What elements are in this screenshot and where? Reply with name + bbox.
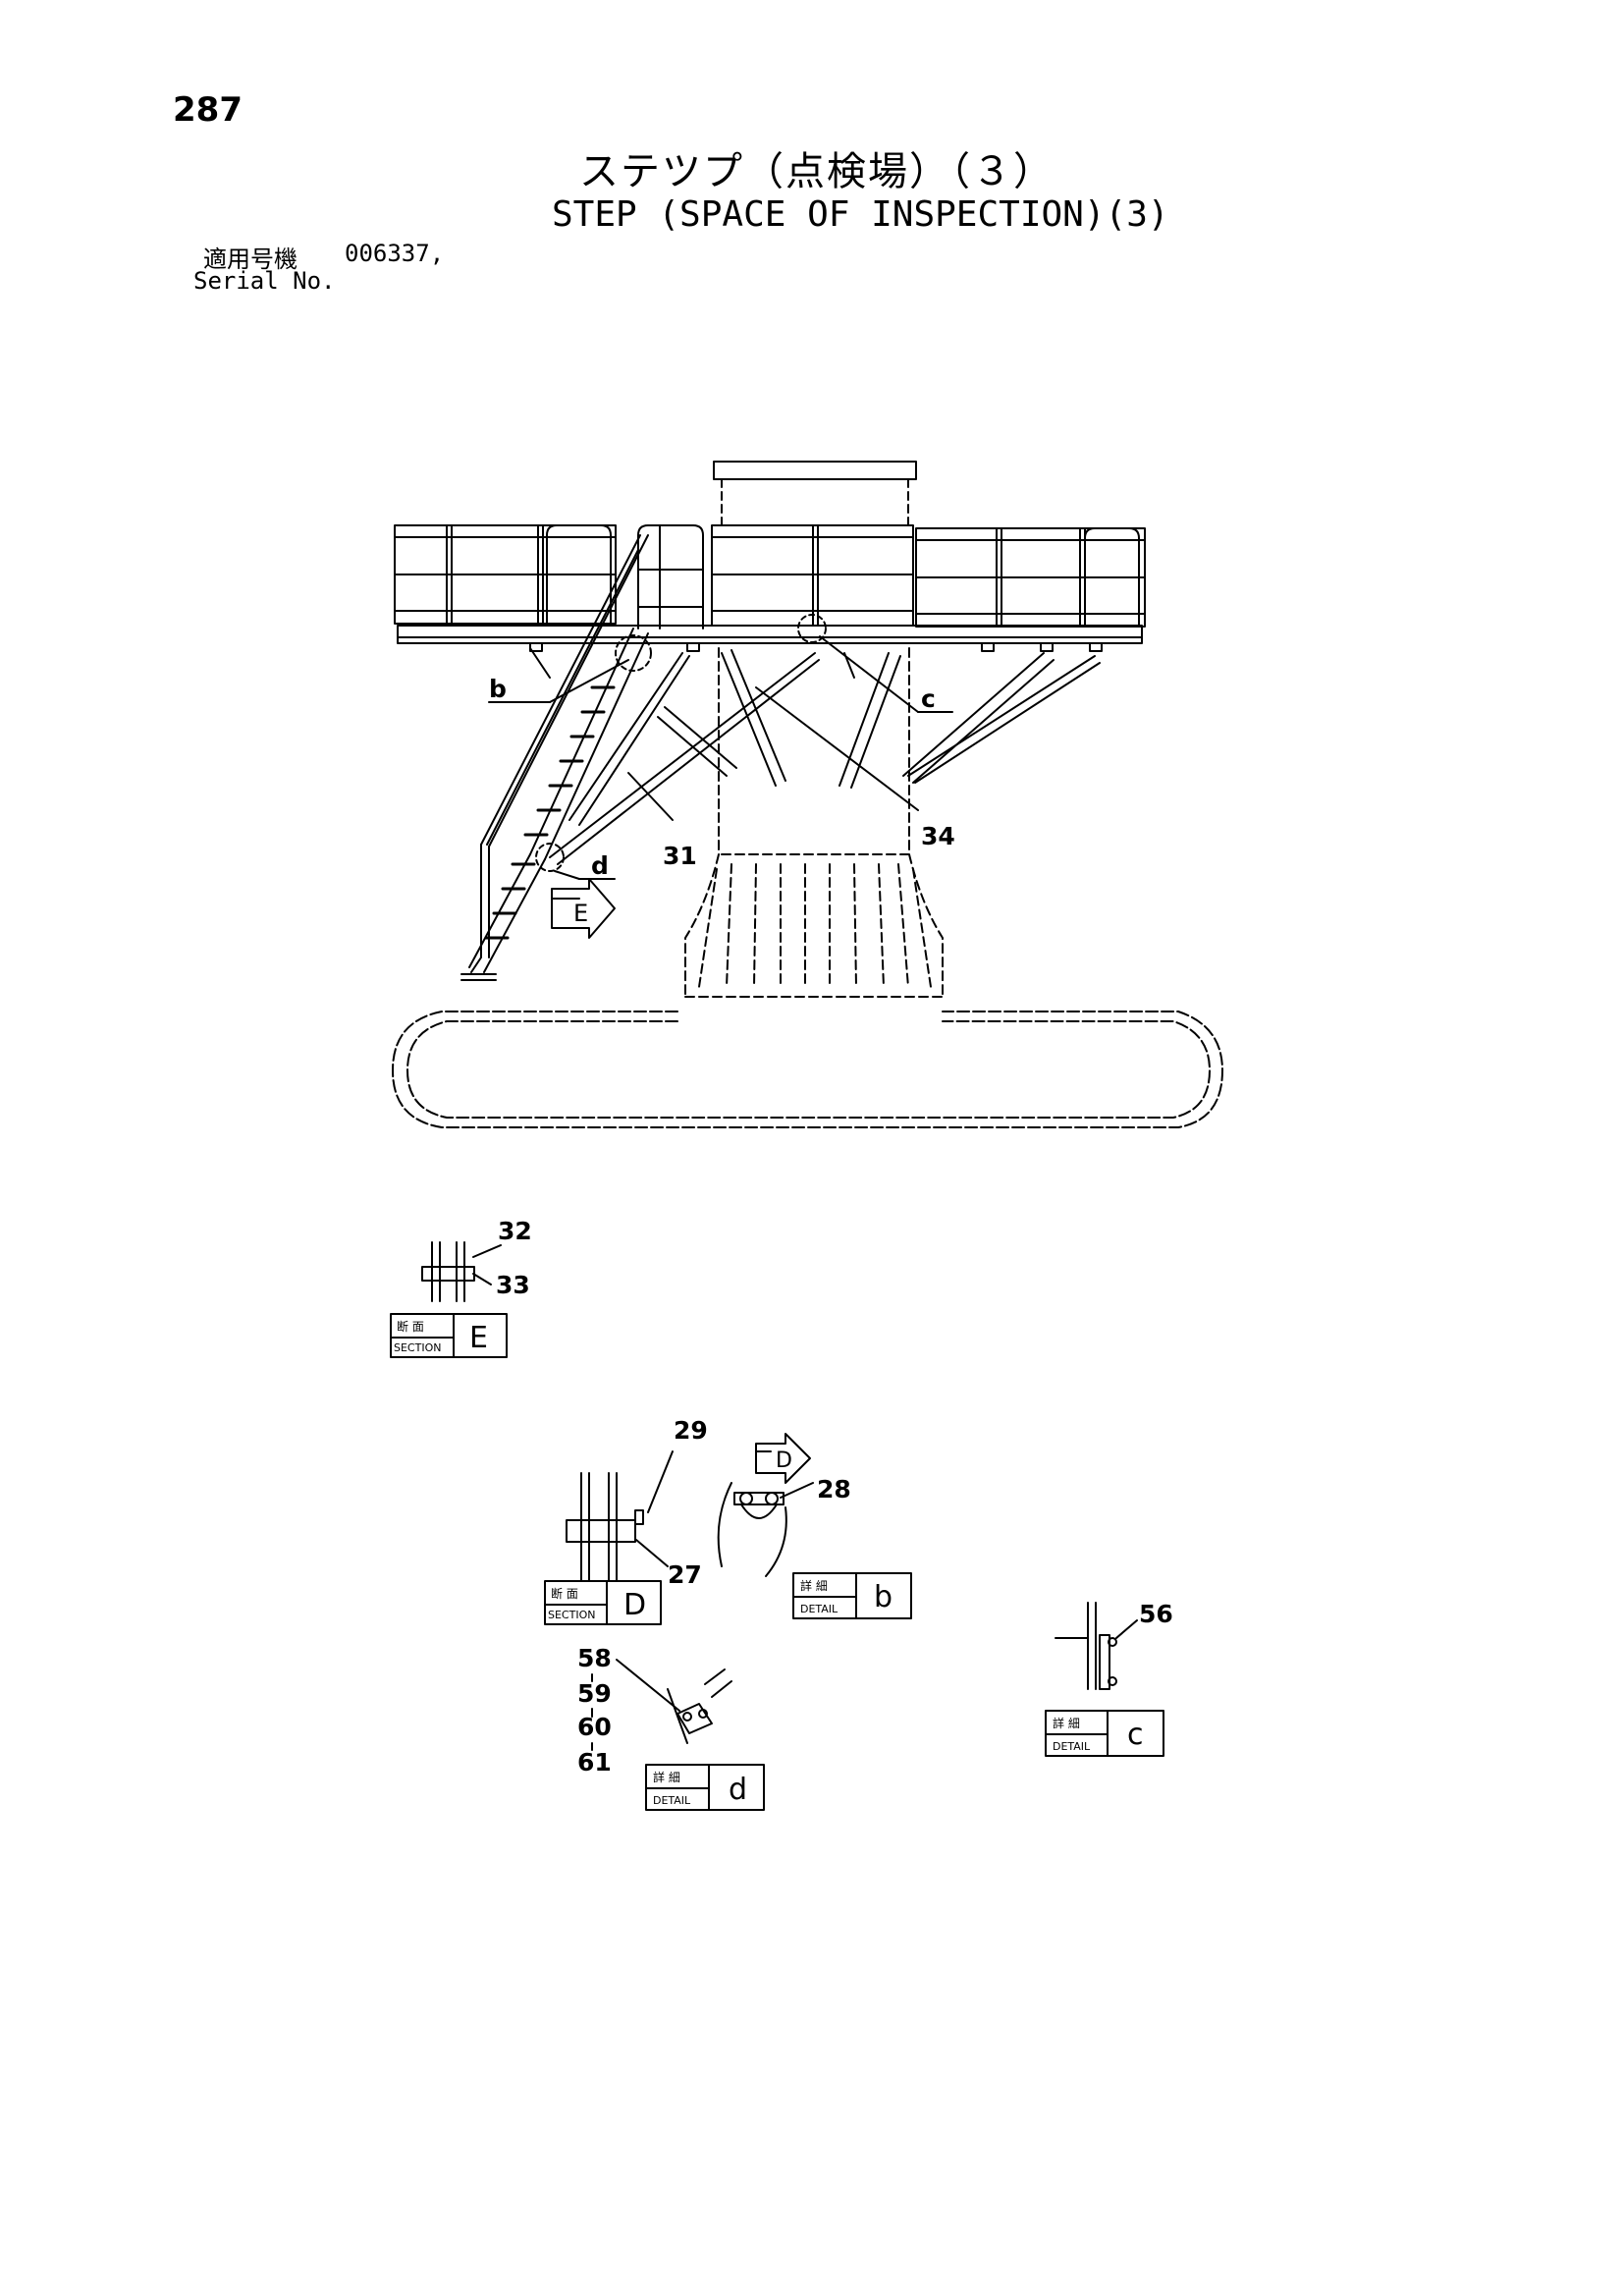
title-english: STEP (SPACE OF INSPECTION)(3): [552, 194, 1169, 235]
section-e-box-en: SECTION: [394, 1341, 441, 1354]
section-e-box-letter: E: [469, 1321, 488, 1355]
section-e-view: [390, 1241, 508, 1358]
section-e-box-jp: 断 面: [397, 1319, 424, 1334]
detail-d-box-letter: d: [729, 1773, 747, 1807]
detail-b-view: [717, 1482, 912, 1619]
title-japanese: ステツプ（点検場）（３）: [579, 149, 1055, 194]
section-d-view: [544, 1433, 811, 1625]
crawler-track: [392, 1011, 1223, 1128]
detail-b-box-letter: b: [874, 1580, 893, 1614]
detail-d-view: [591, 1659, 765, 1811]
callout-32: 32: [498, 1217, 532, 1245]
detail-b-box-jp: 詳 細: [800, 1578, 828, 1593]
view-arrow-e-label: E: [573, 900, 588, 927]
detail-b-box-en: DETAIL: [800, 1603, 839, 1615]
section-d-box-en: SECTION: [548, 1609, 595, 1621]
detail-d-box-en: DETAIL: [653, 1794, 691, 1807]
callout-28: 28: [817, 1475, 851, 1503]
main-assembly-view: [392, 461, 1223, 1128]
callout-59: 59: [577, 1679, 612, 1708]
serial-value: 006337,: [345, 240, 445, 267]
callout-d: d: [591, 851, 609, 880]
detail-d-box-jp: 詳 細: [653, 1770, 680, 1784]
center-handrail: [711, 524, 914, 627]
callout-56: 56: [1139, 1600, 1173, 1628]
stairway: [460, 534, 649, 981]
detail-c-box-en: DETAIL: [1053, 1740, 1091, 1753]
callout-29: 29: [674, 1416, 708, 1445]
serial-label-english: Serial No.: [193, 267, 336, 295]
callout-c: c: [921, 684, 936, 713]
page-number: 287: [173, 90, 243, 130]
callout-33: 33: [496, 1271, 530, 1299]
detail-c-view: [1045, 1602, 1164, 1757]
callout-b: b: [489, 675, 507, 703]
callout-58: 58: [577, 1644, 612, 1672]
callout-60: 60: [577, 1713, 612, 1741]
section-d-box-jp: 断 面: [551, 1586, 578, 1601]
left-handrail: [394, 524, 617, 625]
column-body: [684, 647, 944, 998]
callout-27: 27: [668, 1560, 702, 1589]
section-d-box-letter: D: [623, 1588, 646, 1622]
callout-34: 34: [921, 822, 955, 850]
detail-c-box-letter: c: [1127, 1718, 1144, 1752]
support-braces: [529, 647, 1101, 865]
right-handrail: [915, 527, 1146, 628]
callout-31: 31: [663, 842, 697, 870]
detail-c-box-jp: 詳 細: [1053, 1716, 1080, 1730]
view-arrow-d-label: D: [776, 1449, 792, 1473]
callout-61: 61: [577, 1748, 612, 1777]
serial-label-japanese: 適用号機: [203, 246, 298, 273]
